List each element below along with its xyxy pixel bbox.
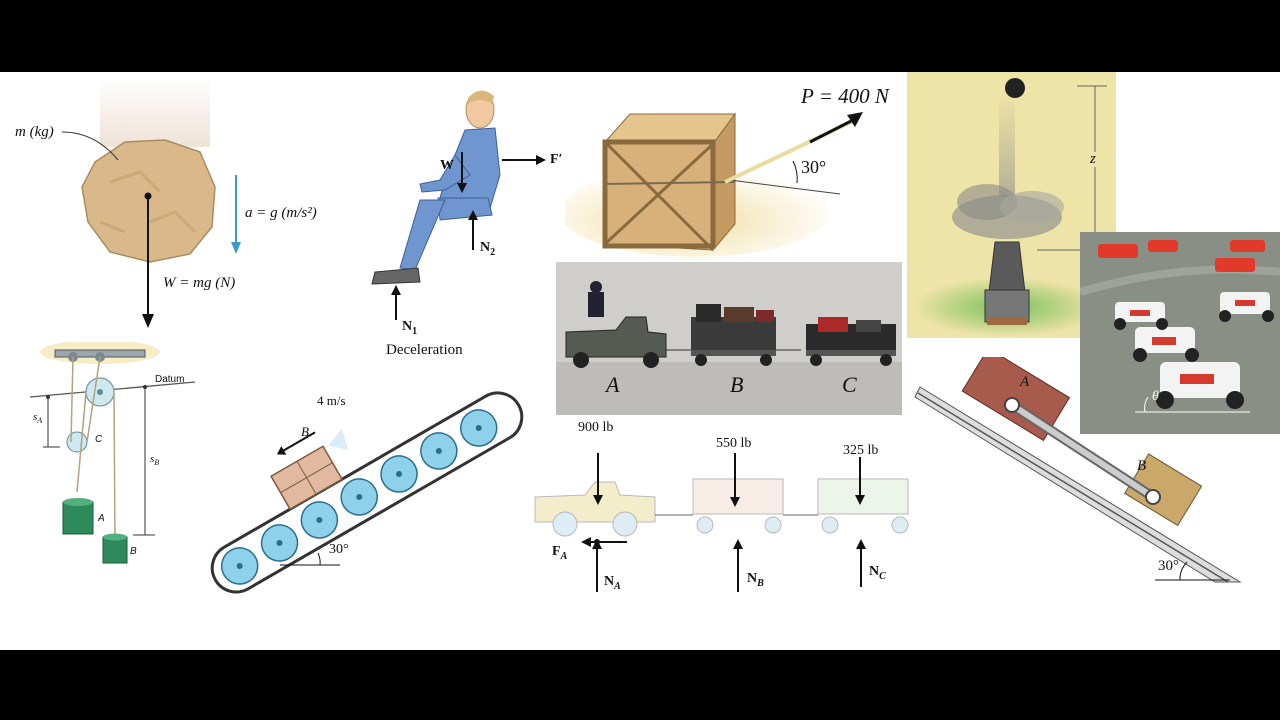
normal-2-label: N2 [480, 240, 496, 258]
conveyor-speed-label: 4 m/s [317, 393, 346, 408]
crate-angle-label: 30° [801, 157, 827, 177]
normal-a-label: NA [604, 574, 621, 592]
weight-900-label: 900 lb [578, 420, 614, 435]
car-c-label: C [842, 372, 857, 397]
weight-vector-label: W [440, 158, 454, 173]
block-b-label: B [130, 546, 137, 557]
car-a-label: A [606, 372, 620, 397]
car-b-label: B [730, 372, 744, 397]
accel-label: a = g (m/s²) [245, 205, 317, 221]
weight-label: W = mg (N) [163, 275, 236, 291]
normal-b-label: NB [747, 571, 764, 589]
pulley-system-diagram: Datum sA sB C A B [15, 342, 215, 567]
pulley-c-label: C [95, 434, 103, 445]
baggage-train-photo: A B C [556, 262, 902, 415]
incline-block-a-label: A [1020, 374, 1030, 390]
conveyor-figure [210, 391, 524, 594]
baggage-fbd-figure [534, 453, 909, 592]
friction-vector-label: F′ [550, 152, 563, 167]
conveyor-angle-label: 30° [329, 542, 349, 557]
race-angle-label: θ [1152, 389, 1159, 404]
incline-blocks-diagram: A B 30° [910, 357, 1250, 587]
cannon-photo: z [907, 72, 1116, 338]
incline-blocks-figure [914, 357, 1242, 583]
normal-c-label: NC [869, 564, 886, 582]
cannon-figure [912, 78, 1107, 337]
crate-diagram: P = 400 N 30° [565, 72, 905, 260]
force-label: P = 400 N [801, 84, 889, 108]
physics-collage: m (kg) a = g (m/s²) W = mg (N) W F′ N2 N… [0, 72, 1280, 650]
friction-a-label: FA [552, 544, 568, 562]
seated-person-figure [371, 90, 546, 320]
baggage-train-figure [556, 262, 902, 415]
pulley-system-figure [29, 342, 196, 564]
race-cars-figure [1080, 232, 1280, 434]
height-label: z [1090, 151, 1096, 167]
deceleration-caption: Deceleration [386, 342, 463, 358]
weight-550-label: 550 lb [716, 436, 752, 451]
sb-label: sB [150, 453, 160, 468]
incline-angle-label: 30° [1158, 558, 1179, 574]
race-cars-photo: θ [1080, 232, 1280, 434]
normal-1-label: N1 [402, 319, 418, 337]
baggage-train-fbd: 900 lb 550 lb 325 lb FA NA NB NC [525, 417, 915, 597]
mass-label: m (kg) [15, 124, 54, 140]
conveyor-box-label: B [301, 424, 309, 439]
conveyor-diagram: 4 m/s B 30° [200, 377, 530, 602]
falling-rock-diagram: m (kg) a = g (m/s²) W = mg (N) [0, 72, 350, 337]
incline-block-b-label: B [1137, 458, 1147, 474]
block-a-label: A [98, 513, 105, 524]
weight-325-label: 325 lb [843, 443, 879, 458]
falling-rock-figure [61, 77, 241, 328]
datum-label: Datum [155, 374, 185, 385]
crate-figure [565, 112, 863, 257]
seated-person-diagram: W F′ N2 N1 Deceleration [360, 80, 580, 365]
sa-label: sA [33, 411, 43, 426]
